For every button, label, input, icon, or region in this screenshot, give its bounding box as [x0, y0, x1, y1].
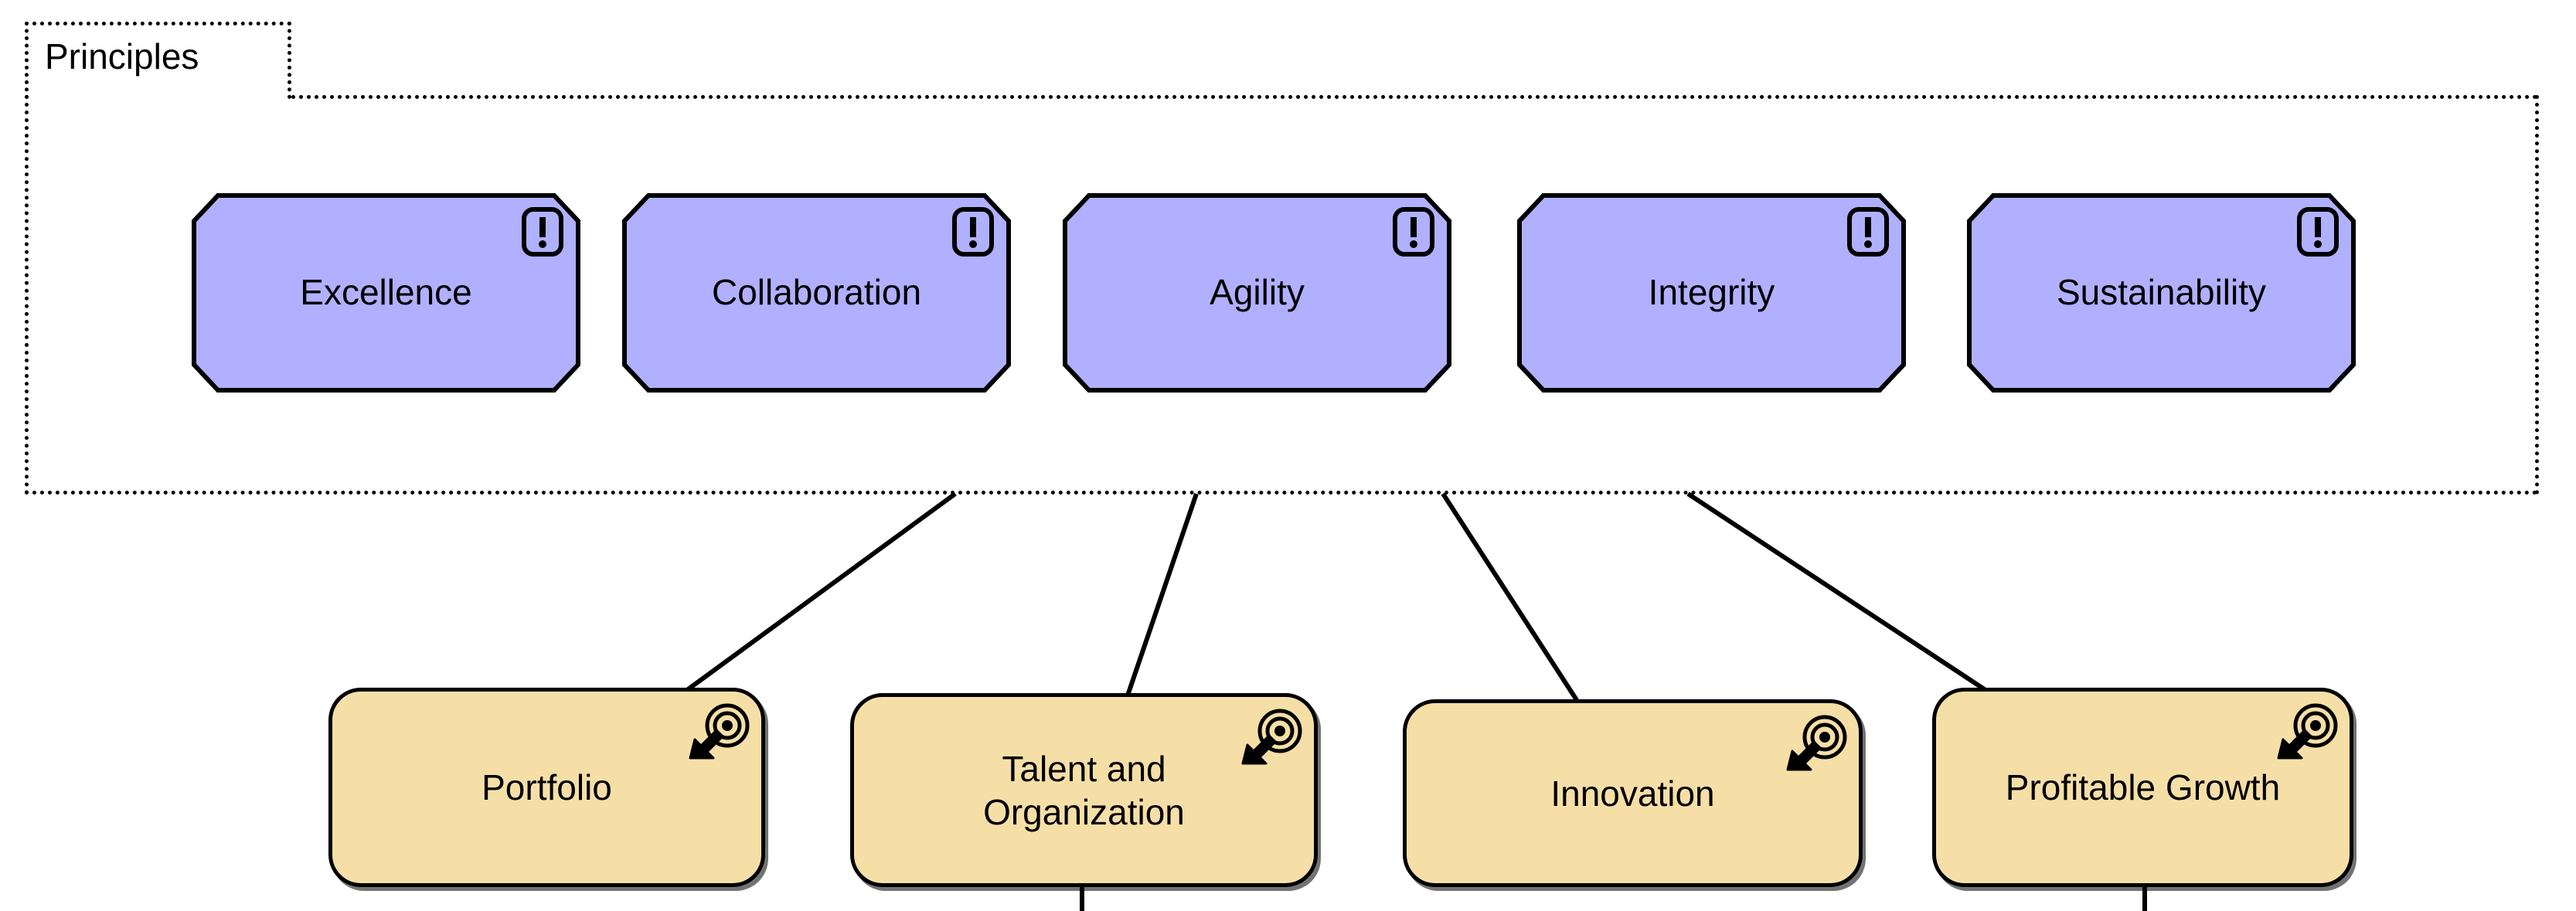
- principle-node-integrity[interactable]: Integrity: [1517, 193, 1906, 393]
- goal-label: Profitable Growth: [2005, 767, 2281, 807]
- principle-exclamation-icon: [522, 207, 563, 257]
- goal-node-profitable-growth[interactable]: Profitable Growth: [1932, 688, 2353, 887]
- principle-exclamation-icon: [2297, 207, 2339, 257]
- group-label-principles: Principles: [45, 36, 199, 76]
- connector-principles-to-innovation: [1441, 492, 1579, 702]
- connector-principles-to-talent-and-organization: [1125, 493, 1199, 696]
- goal-node-portfolio[interactable]: Portfolio: [328, 688, 765, 887]
- group-header-tab: [25, 22, 291, 99]
- principle-node-excellence[interactable]: Excellence: [192, 193, 580, 393]
- goal-target-arrow-icon: [1786, 715, 1847, 771]
- goal-target-arrow-icon: [1241, 709, 1302, 765]
- principle-octagon-shape: [1517, 193, 1906, 393]
- principle-exclamation-icon: [952, 207, 994, 257]
- group-header-underline: [291, 95, 2539, 99]
- principle-octagon-shape: [1967, 193, 2356, 393]
- principle-node-collaboration[interactable]: Collaboration: [622, 193, 1011, 393]
- principle-octagon-shape: [1063, 193, 1451, 393]
- goal-target-arrow-icon: [2277, 703, 2338, 760]
- principle-node-sustainability[interactable]: Sustainability: [1967, 193, 2356, 393]
- principle-exclamation-icon: [1393, 207, 1434, 257]
- goal-label: Portfolio: [482, 767, 612, 807]
- principle-node-agility[interactable]: Agility: [1063, 193, 1451, 393]
- goal-node-talent-and-organization[interactable]: Talent and Organization: [850, 693, 1318, 887]
- connector-principles-to-profitable-growth: [1686, 491, 1987, 692]
- goal-target-arrow-icon: [689, 703, 750, 760]
- goal-label: Innovation: [1550, 773, 1715, 814]
- goal-node-innovation[interactable]: Innovation: [1403, 699, 1863, 887]
- principle-exclamation-icon: [1847, 207, 1889, 257]
- principle-octagon-shape: [622, 193, 1011, 393]
- group-body-principles: [25, 95, 2539, 495]
- connector-principles-to-portfolio: [686, 491, 957, 692]
- principle-octagon-shape: [192, 193, 580, 393]
